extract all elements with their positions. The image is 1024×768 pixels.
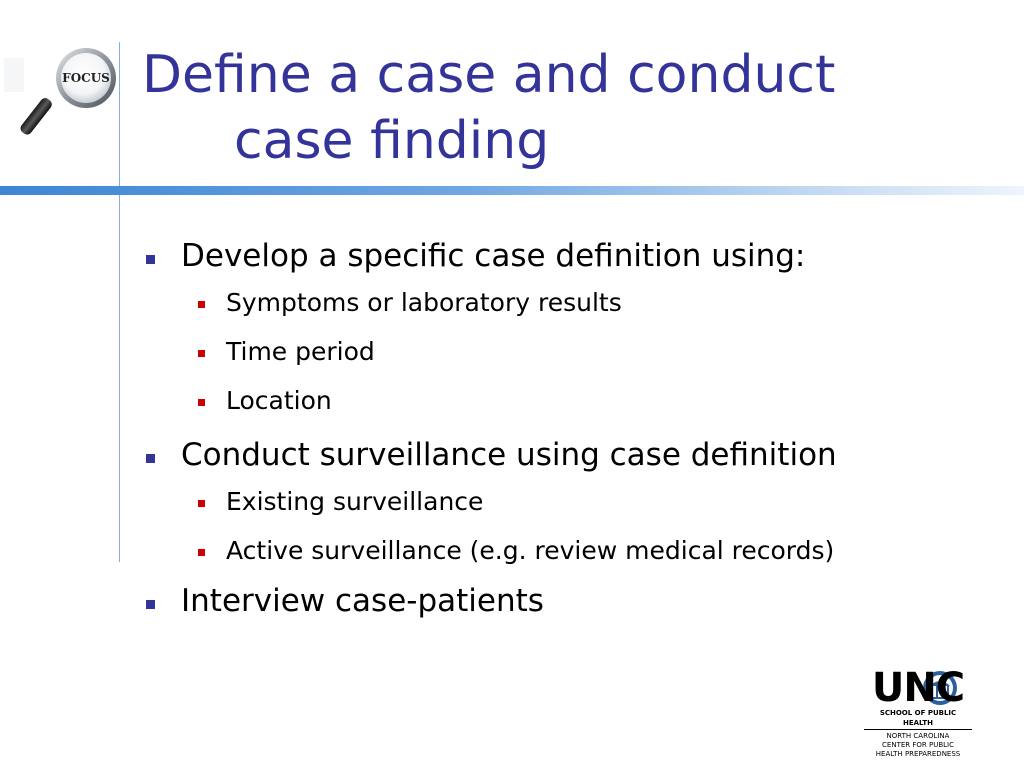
sub-bullet-text: Symptoms or laboratory results [226, 288, 622, 317]
bullet-item: Interview case-patients [144, 579, 1004, 623]
vertical-divider-line [119, 42, 120, 562]
square-bullet-icon [146, 255, 155, 264]
sub-bullet-text: Existing surveillance [226, 487, 484, 516]
sub-bullet-text: Active surveillance (e.g. review medical… [226, 536, 835, 565]
unc-logo: UNC SCHOOL OF PUBLIC HEALTH NORTH CAROLI… [860, 668, 976, 759]
focus-label: FOCUS [62, 71, 110, 85]
square-bullet-icon [198, 301, 205, 308]
square-bullet-icon [198, 350, 205, 357]
unc-well-icon [923, 671, 957, 705]
unc-wordmark: UNC [871, 665, 965, 711]
bullet-item: Conduct surveillance using case definiti… [144, 433, 1004, 477]
sub-bullet-item: Location [144, 376, 1004, 425]
unc-center-name: NORTH CAROLINA CENTER FOR PUBLIC HEALTH … [860, 732, 976, 759]
sub-bullet-item: Symptoms or laboratory results [144, 278, 1004, 327]
square-bullet-icon [146, 600, 155, 609]
sub-bullet-text: Location [226, 386, 332, 415]
bullet-item: Develop a specific case definition using… [144, 234, 1004, 278]
title-line-1: Define a case and conduct [142, 45, 836, 105]
bullet-text: Conduct surveillance using case definiti… [181, 437, 837, 473]
title-line-2: case finding [234, 111, 550, 171]
sub-bullet-text: Time period [226, 337, 375, 366]
focus-magnifier-icon: FOCUS [4, 48, 116, 135]
unc-center-line: CENTER FOR PUBLIC [882, 741, 954, 749]
bullet-text: Interview case-patients [181, 583, 544, 619]
square-bullet-icon [198, 399, 205, 406]
slide-title: Define a case and conduct case finding [142, 42, 835, 174]
square-bullet-icon [198, 500, 205, 507]
title-underline-bar [0, 186, 1024, 195]
square-bullet-icon [146, 454, 155, 463]
sub-bullet-item: Active surveillance (e.g. review medical… [144, 526, 1004, 575]
bullet-list: Develop a specific case definition using… [144, 234, 1004, 623]
unc-center-line: NORTH CAROLINA [886, 732, 950, 740]
unc-center-line: HEALTH PREPAREDNESS [875, 750, 961, 758]
bullet-text: Develop a specific case definition using… [181, 238, 806, 274]
sub-bullet-item: Time period [144, 327, 1004, 376]
sub-bullet-item: Existing surveillance [144, 477, 1004, 526]
square-bullet-icon [198, 549, 205, 556]
unc-school-name: SCHOOL OF PUBLIC HEALTH [864, 708, 972, 730]
